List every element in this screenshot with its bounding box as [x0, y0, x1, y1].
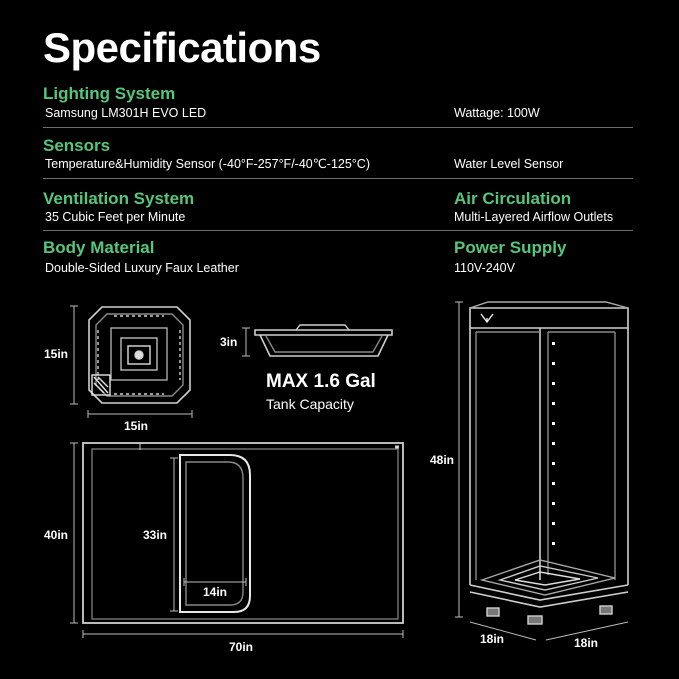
- page-title: Specifications: [43, 24, 321, 71]
- air-circulation-heading: Air Circulation: [454, 189, 572, 208]
- water-sensor-value: Water Level Sensor: [454, 157, 564, 171]
- power-supply-value: 110V-240V: [454, 261, 515, 275]
- tank-capacity-caption: Tank Capacity: [266, 396, 354, 412]
- window-height-label: 33in: [143, 528, 168, 542]
- top-depth-label: 15in: [44, 347, 69, 361]
- lighting-heading: Lighting System: [43, 84, 176, 103]
- tent-width-label: 18in: [480, 632, 505, 646]
- tank-capacity-value: MAX 1.6 Gal: [266, 371, 376, 392]
- ventilation-heading: Ventilation System: [43, 189, 195, 208]
- tent-drawing: [469, 301, 629, 625]
- power-supply-heading: Power Supply: [454, 238, 567, 257]
- top-view-drawing: [88, 306, 191, 404]
- divider: [43, 178, 633, 179]
- ventilation-value: 35 Cubic Feet per Minute: [45, 210, 186, 224]
- air-circulation-value: Multi-Layered Airflow Outlets: [454, 210, 614, 224]
- flat-width-label: 70in: [229, 640, 254, 654]
- divider: [43, 127, 633, 128]
- flat-layout-drawing: [82, 442, 404, 624]
- tank-height-label: 3in: [220, 335, 238, 349]
- body-material-value: Double-Sided Luxury Faux Leather: [45, 261, 239, 275]
- water-tank-drawing: [254, 324, 393, 357]
- wattage-value: Wattage: 100W: [454, 106, 540, 120]
- body-material-heading: Body Material: [43, 238, 155, 257]
- sensors-heading: Sensors: [43, 136, 111, 155]
- flat-height-label: 40in: [44, 528, 69, 542]
- divider: [43, 230, 633, 231]
- tent-depth-label: 18in: [574, 636, 599, 650]
- sensors-value: Temperature&Humidity Sensor (-40°F-257°F…: [45, 157, 370, 171]
- tent-height-label: 48in: [430, 453, 455, 467]
- top-width-label: 15in: [124, 419, 149, 433]
- lighting-value: Samsung LM301H EVO LED: [45, 106, 207, 120]
- window-width-label: 14in: [203, 585, 228, 599]
